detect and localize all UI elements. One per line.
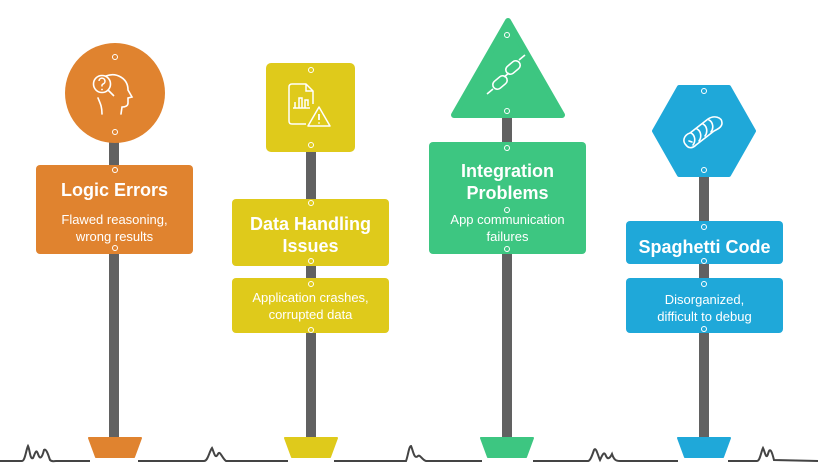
sign-pole: [109, 140, 119, 438]
sign-title: Spaghetti Code: [638, 237, 771, 257]
bolt: [700, 258, 707, 264]
sign-board: Data Handling Issues: [232, 199, 389, 266]
sign-board: Integration Problems App communication f…: [429, 142, 586, 254]
sign-pole: [502, 115, 512, 438]
bolt: [700, 281, 707, 287]
sign-description: Flawed reasoning, wrong results: [61, 212, 168, 244]
bolt: [503, 246, 510, 252]
sign-board: Logic Errors Flawed reasoning, wrong res…: [36, 165, 193, 254]
bolt: [503, 32, 510, 38]
head-question-magnifier-icon: [92, 74, 134, 115]
sign-description: Application crashes, corrupted data: [252, 290, 369, 322]
bolt: [700, 224, 707, 230]
bolt: [307, 142, 314, 148]
sign-description: Disorganized, difficult to debug: [657, 292, 752, 324]
bolt: [111, 245, 118, 251]
bolt: [503, 108, 510, 114]
document-chart-warning-icon: [288, 83, 331, 127]
sign-head-triangle: [451, 18, 565, 118]
bolt: [111, 167, 118, 173]
ground-line: [0, 443, 818, 463]
sign-description: App communication failures: [450, 212, 565, 244]
bolt: [307, 67, 314, 73]
bolt: [700, 167, 707, 173]
bolt: [503, 207, 510, 213]
sign-title: Integration Problems: [461, 161, 554, 203]
bolt: [111, 54, 118, 60]
bolt: [307, 281, 314, 287]
sign-head-hexagon: [652, 85, 756, 177]
bolt: [503, 145, 510, 151]
sign-description-board: Disorganized, difficult to debug: [626, 278, 783, 333]
sign-title: Logic Errors: [60, 180, 169, 200]
sign-description-board: Application crashes, corrupted data: [232, 278, 389, 333]
bolt: [307, 327, 314, 333]
sign-head-square: [266, 63, 355, 152]
bolt: [700, 326, 707, 332]
sign-base: [677, 437, 731, 458]
sign-base: [284, 437, 338, 458]
sign-base: [480, 437, 534, 458]
sign-base: [88, 437, 142, 458]
bolt: [307, 200, 314, 206]
sign-title: Data Handling Issues: [249, 214, 371, 256]
bolt: [111, 129, 118, 135]
spaghetti-twist-icon: [683, 116, 723, 149]
broken-chain-icon: [486, 54, 526, 95]
bolt: [307, 258, 314, 264]
bolt: [700, 88, 707, 94]
ground-path: [0, 443, 818, 463]
